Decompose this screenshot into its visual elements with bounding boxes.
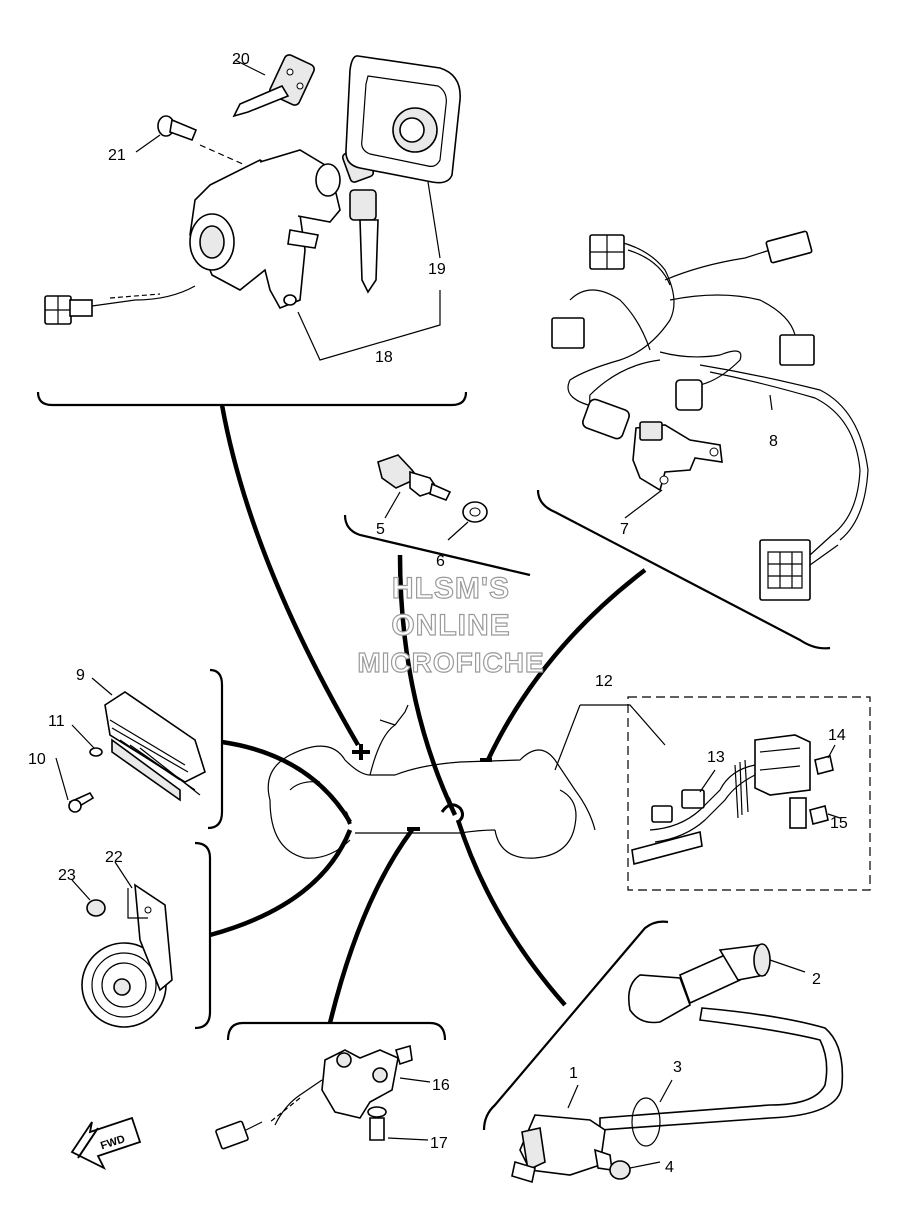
leader-sidestand bbox=[327, 828, 414, 1024]
callout-16: 16 bbox=[432, 1077, 450, 1094]
callout-23: 23 bbox=[58, 867, 76, 884]
leader-main-switch bbox=[219, 404, 360, 747]
callout-13: 13 bbox=[707, 749, 725, 766]
bracket-wire-harness-group bbox=[536, 489, 831, 650]
watermark-line1: HLSM'S bbox=[392, 572, 510, 605]
callout-9: 9 bbox=[76, 667, 85, 684]
dash-marker bbox=[343, 811, 352, 825]
fwd-arrow: FWD bbox=[70, 1116, 142, 1171]
relay-assembly bbox=[554, 696, 871, 891]
callout-17: 17 bbox=[430, 1135, 448, 1152]
key-part-20 bbox=[232, 54, 315, 118]
main-switch-part-18 bbox=[44, 147, 379, 325]
magnet-marker bbox=[440, 803, 465, 824]
plus-marker bbox=[352, 744, 370, 760]
thermo-sensor-assembly bbox=[377, 454, 488, 541]
harness-main-connector bbox=[759, 539, 811, 601]
horn-assembly bbox=[71, 861, 173, 1028]
callout-1: 1 bbox=[569, 1065, 578, 1082]
callout-12: 12 bbox=[595, 673, 613, 690]
watermark-line2: ONLINE bbox=[391, 609, 510, 642]
sidestand-switch-assembly bbox=[215, 1044, 431, 1150]
bracket-horn-group bbox=[194, 841, 212, 1030]
callout-21: 21 bbox=[108, 147, 126, 164]
callout-14: 14 bbox=[828, 727, 846, 744]
rectifier-assembly bbox=[55, 677, 206, 813]
bracket-sidestand-group bbox=[226, 1021, 447, 1041]
callout-8: 8 bbox=[769, 433, 778, 450]
watermark-line3: MICROFICHE bbox=[357, 647, 544, 678]
callout-6: 6 bbox=[436, 553, 445, 570]
bracket-thermo-sensor-group bbox=[343, 514, 531, 577]
callout-15: 15 bbox=[830, 815, 848, 832]
leader-ignition bbox=[455, 819, 567, 1007]
main-switch-assembly bbox=[44, 54, 461, 361]
callout-7: 7 bbox=[620, 521, 629, 538]
leader-thermo-sensor bbox=[397, 554, 458, 816]
cover-part-19 bbox=[345, 55, 461, 184]
wire-harness-assembly bbox=[551, 230, 869, 601]
callout-10: 10 bbox=[28, 751, 46, 768]
callout-22: 22 bbox=[105, 849, 123, 866]
callout-20: 20 bbox=[232, 51, 250, 68]
bracket-rectifier-group bbox=[207, 668, 224, 830]
callout-11: 11 bbox=[48, 713, 65, 730]
callout-4: 4 bbox=[665, 1159, 674, 1176]
callout-3: 3 bbox=[673, 1059, 682, 1076]
screw-part-21 bbox=[157, 115, 246, 166]
leader-horn bbox=[209, 829, 353, 938]
watermark: HLSM'S ONLINE MICROFICHE bbox=[357, 571, 545, 678]
bracket-main-switch-group bbox=[36, 391, 468, 407]
bracket-ignition-group bbox=[482, 920, 669, 1131]
leader-rectifier bbox=[221, 739, 352, 824]
sensor-part-7 bbox=[632, 421, 723, 492]
leader-harness bbox=[485, 568, 647, 761]
motorcycle-outline bbox=[267, 704, 596, 859]
callout-19: 19 bbox=[428, 261, 446, 278]
callout-2: 2 bbox=[812, 971, 821, 988]
callout-18: 18 bbox=[375, 349, 393, 366]
ignition-assembly bbox=[511, 943, 844, 1184]
callout-5: 5 bbox=[376, 521, 385, 538]
